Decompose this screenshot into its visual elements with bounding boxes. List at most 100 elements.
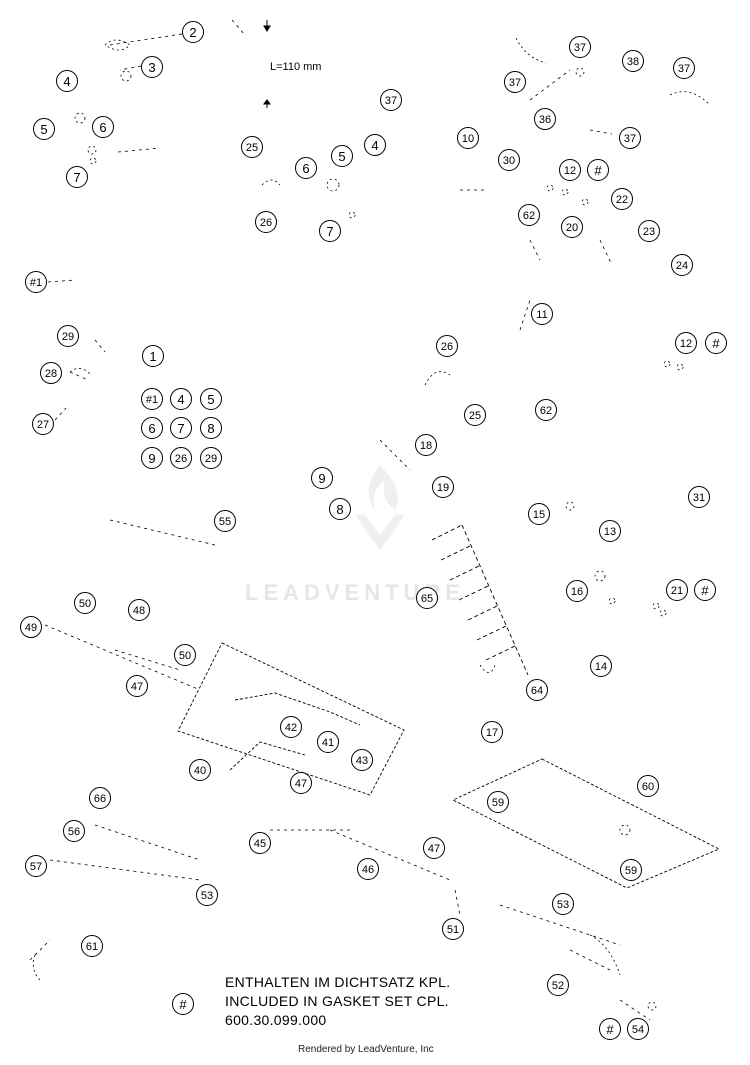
callout-c34: 1 <box>142 345 164 367</box>
callout-c39: 5 <box>200 388 222 410</box>
callout-c52: 8 <box>329 498 351 520</box>
callout-c21: 30 <box>498 149 520 171</box>
callout-c83: 53 <box>196 884 218 906</box>
callout-c89: 54 <box>627 1018 649 1040</box>
callout-c24: 22 <box>611 188 633 210</box>
callout-c70: 43 <box>351 749 373 771</box>
callout-c22: 12 <box>559 159 581 181</box>
callout-c12: 26 <box>255 211 277 233</box>
callout-c88: # <box>599 1018 621 1040</box>
dimension-marks <box>263 20 271 108</box>
callout-c63: 49 <box>20 616 42 638</box>
callout-c46: 27 <box>32 413 54 435</box>
callout-c73: 47 <box>290 772 312 794</box>
watermark-logo <box>350 460 410 555</box>
callout-c82: 59 <box>620 859 642 881</box>
callout-c58: 16 <box>566 580 588 602</box>
callout-c10: 5 <box>331 145 353 167</box>
callout-c31: 12 <box>675 332 697 354</box>
callout-c86: 61 <box>81 935 103 957</box>
callout-c17: 37 <box>504 71 526 93</box>
callout-c72: 40 <box>189 759 211 781</box>
callout-c41: 7 <box>170 417 192 439</box>
note-line-1: ENTHALTEN IM DICHTSATZ KPL. <box>225 974 451 990</box>
note-symbol-badge: # <box>172 993 194 1015</box>
callout-c7: 37 <box>380 89 402 111</box>
callout-c56: 13 <box>599 520 621 542</box>
callout-c50: 9 <box>311 467 333 489</box>
callout-c44: 26 <box>170 447 192 469</box>
callout-c67: 64 <box>526 679 548 701</box>
callout-c84: 53 <box>552 893 574 915</box>
callout-c8: 25 <box>241 136 263 158</box>
note-line-3: 600.30.099.000 <box>225 1012 327 1028</box>
callout-c4: 5 <box>33 118 55 140</box>
note-line-2: INCLUDED IN GASKET SET CPL. <box>225 993 449 1009</box>
callout-c61: 50 <box>74 592 96 614</box>
callout-c60: # <box>694 579 716 601</box>
credit-line: Rendered by LeadVenture, Inc <box>298 1044 434 1055</box>
gasket-set-note: ENTHALTEN IM DICHTSATZ KPL. INCLUDED IN … <box>225 973 450 1030</box>
measuring-scale <box>431 524 529 676</box>
callout-c77: 56 <box>63 820 85 842</box>
callout-c29: #1 <box>25 271 47 293</box>
callout-c69: 41 <box>317 731 339 753</box>
callout-c40: 6 <box>141 417 163 439</box>
leader-lines <box>29 19 651 1021</box>
callout-c62: 48 <box>128 599 150 621</box>
callout-c33: 29 <box>57 325 79 347</box>
callout-c1: 2 <box>182 21 204 43</box>
callout-c81: 46 <box>357 858 379 880</box>
callout-c76: 66 <box>89 787 111 809</box>
callout-c11: 4 <box>364 134 386 156</box>
callout-c26: 20 <box>561 216 583 238</box>
callout-c47: 25 <box>464 404 486 426</box>
dimension-label: L=110 mm <box>270 61 322 73</box>
callout-c25: 62 <box>518 204 540 226</box>
callout-c68: 42 <box>280 716 302 738</box>
callout-c23: # <box>587 159 609 181</box>
callout-c30: 11 <box>531 303 553 325</box>
callout-c57: 65 <box>416 587 438 609</box>
callout-c2: 3 <box>141 56 163 78</box>
callout-c36: 26 <box>436 335 458 357</box>
callout-c28: 24 <box>671 254 693 276</box>
callout-c49: 18 <box>415 434 437 456</box>
callout-c71: 17 <box>481 721 503 743</box>
callout-c42: 8 <box>200 417 222 439</box>
callout-c48: 62 <box>535 399 557 421</box>
callout-c53: 31 <box>688 486 710 508</box>
callout-c43: 9 <box>141 447 163 469</box>
callout-c51: 19 <box>432 476 454 498</box>
callout-c65: 47 <box>126 675 148 697</box>
callout-c38: 4 <box>170 388 192 410</box>
callout-c6: 7 <box>66 166 88 188</box>
callout-c9: 6 <box>295 157 317 179</box>
callout-c20: 10 <box>457 127 479 149</box>
callout-c3: 4 <box>56 70 78 92</box>
callout-c45: 29 <box>200 447 222 469</box>
callout-c66: 14 <box>590 655 612 677</box>
callout-c55: 55 <box>214 510 236 532</box>
callout-c19: 37 <box>619 127 641 149</box>
callout-c13: 7 <box>319 220 341 242</box>
callout-c5: 6 <box>92 116 114 138</box>
callout-c64: 50 <box>174 644 196 666</box>
callout-c87: 52 <box>547 974 569 996</box>
callout-c35: 28 <box>40 362 62 384</box>
callout-c37: #1 <box>141 388 163 410</box>
small-part-sketches <box>32 37 711 1011</box>
callout-c54: 15 <box>528 503 550 525</box>
callout-c78: 45 <box>249 832 271 854</box>
callout-c79: 47 <box>423 837 445 859</box>
callout-c59: 21 <box>666 579 688 601</box>
callout-c15: 38 <box>622 50 644 72</box>
callout-c27: 23 <box>638 220 660 242</box>
callout-c14: 37 <box>569 36 591 58</box>
callout-c18: 36 <box>534 108 556 130</box>
callout-c75: 59 <box>487 791 509 813</box>
callout-c16: 37 <box>673 57 695 79</box>
callout-c74: 60 <box>637 775 659 797</box>
callout-c80: 57 <box>25 855 47 877</box>
